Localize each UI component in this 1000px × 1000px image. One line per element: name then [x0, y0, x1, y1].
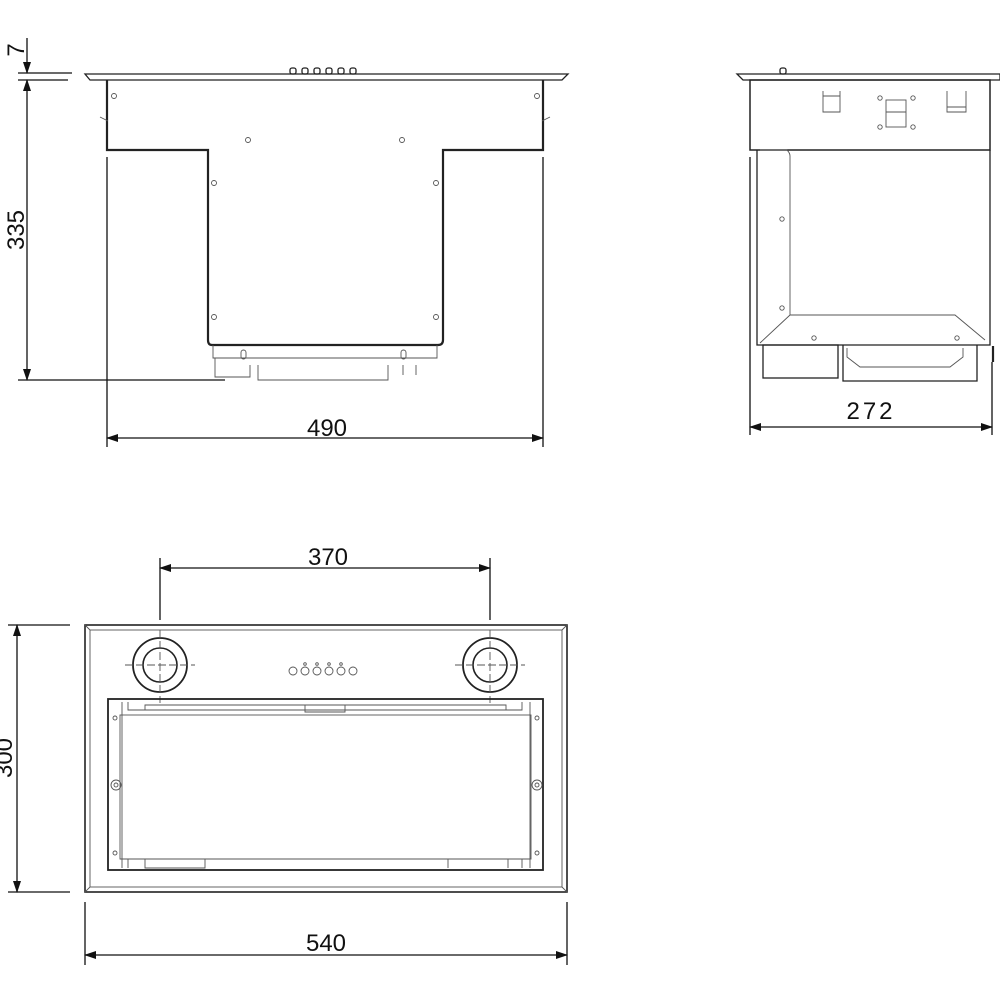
- top-dimensions: 370 300 540: [0, 544, 568, 965]
- side-view: [735, 67, 1000, 382]
- outlet-right: [455, 630, 525, 703]
- dimension-height-top: 7: [3, 43, 30, 56]
- top-view: [84, 624, 568, 893]
- dimension-outlet-spacing: 370: [308, 544, 348, 571]
- dimension-width-front: 490: [307, 415, 347, 442]
- control-knobs: [289, 67, 357, 75]
- dimension-depth-top: 300: [0, 738, 18, 778]
- side-dimensions: 272: [749, 157, 993, 435]
- front-body-outline: [105, 80, 545, 347]
- control-buttons: [288, 662, 358, 676]
- outlet-left: [125, 630, 195, 703]
- front-top-plate: [83, 73, 570, 81]
- dimension-depth-side: 272: [846, 398, 895, 425]
- front-view: [83, 67, 570, 381]
- dimension-height-total: 335: [3, 210, 30, 250]
- dimension-width-top: 540: [306, 930, 346, 957]
- front-dimensions: 7 335 490: [3, 38, 544, 447]
